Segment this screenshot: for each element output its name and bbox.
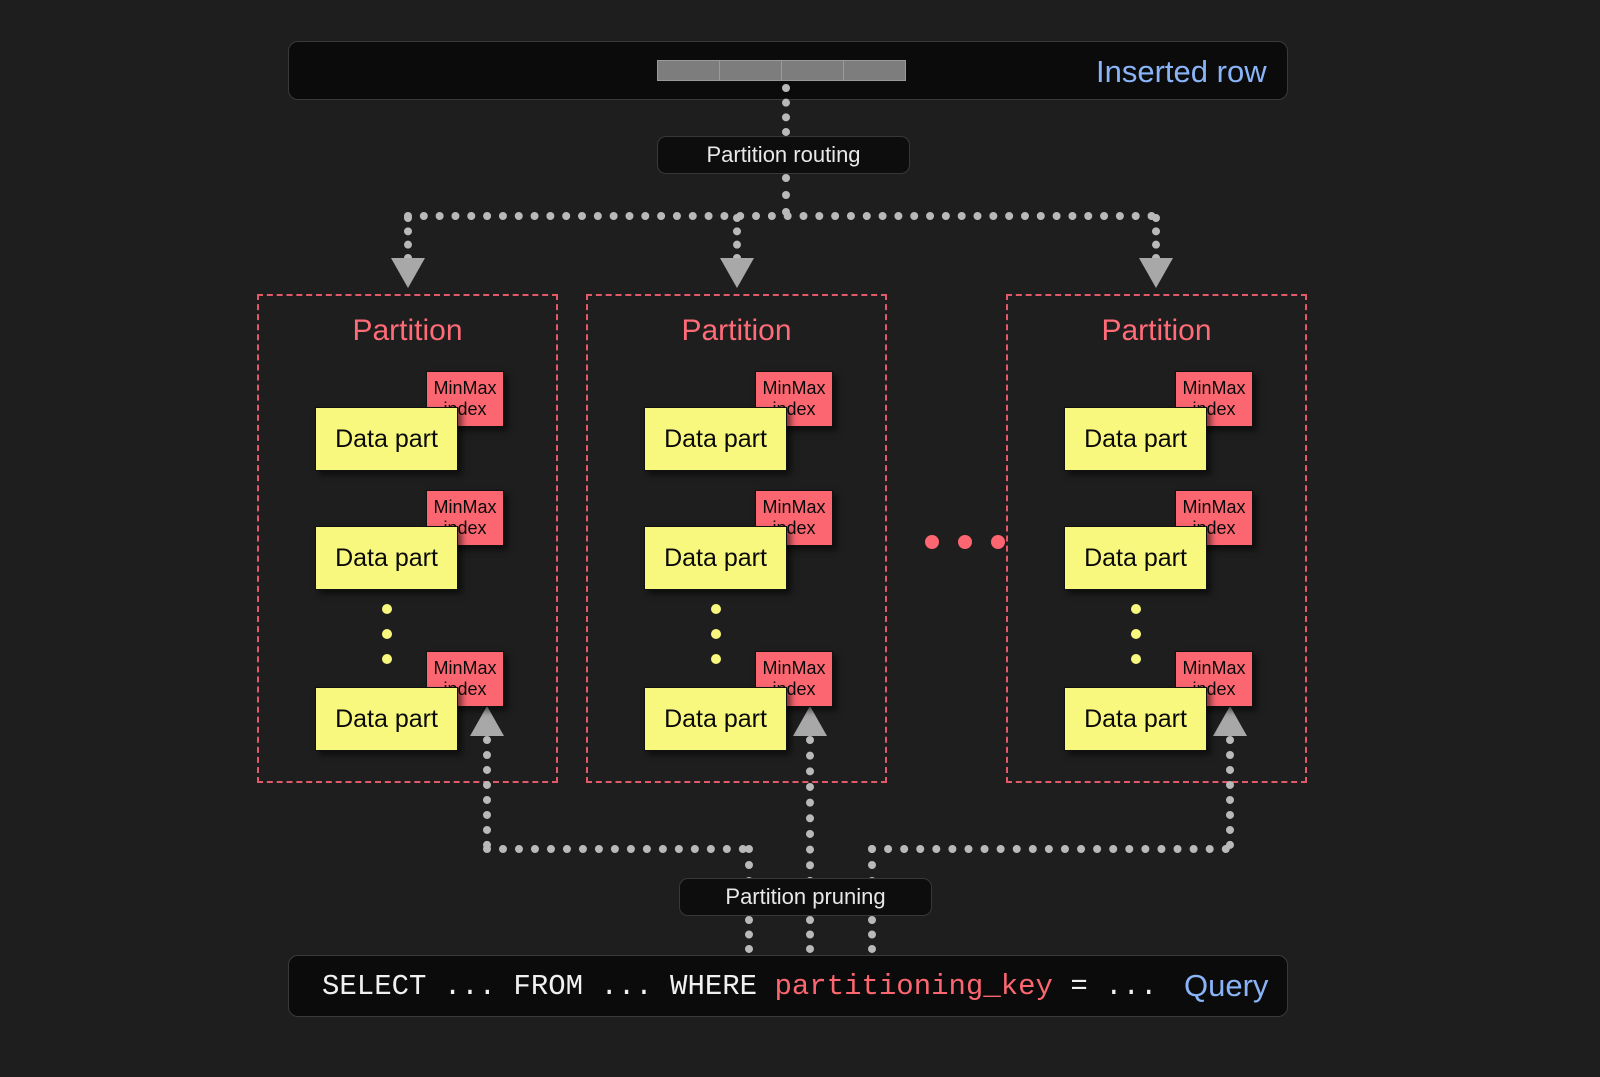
query-suffix: = ... <box>1052 970 1158 1003</box>
minmax-line-1: MinMax <box>433 378 497 399</box>
connector-pruning-to-partition-2 <box>806 736 814 885</box>
connector-bus-to-partition-2 <box>733 214 741 262</box>
row-cell <box>843 60 906 81</box>
arrow-up-partition-2 <box>793 706 827 736</box>
partition-title: Partition <box>681 314 792 347</box>
connector-pruning-to-partition-3 <box>1226 736 1234 849</box>
data-part-box: Data part <box>1064 407 1207 471</box>
minmax-line-1: MinMax <box>433 497 497 518</box>
partition-routing-node[interactable]: Partition routing <box>657 136 910 174</box>
inserted-row-cells <box>657 60 906 81</box>
connector-pruning-to-query-right <box>868 916 876 953</box>
data-part-box: Data part <box>1064 687 1207 751</box>
ellipsis-dot <box>382 604 392 614</box>
data-part-box: Data part <box>315 526 458 590</box>
ellipsis-dot <box>1131 654 1141 664</box>
minmax-index-box: MinMax index <box>755 490 833 546</box>
ellipsis-dot <box>711 629 721 639</box>
connector-bus-to-partition-3 <box>1152 214 1160 262</box>
data-parts-ellipsis <box>711 604 721 679</box>
ellipsis-dot <box>382 629 392 639</box>
ellipsis-dot <box>991 535 1005 549</box>
data-part-box: Data part <box>315 687 458 751</box>
ellipsis-dot <box>1131 604 1141 614</box>
arrow-down-partition-2 <box>720 258 754 288</box>
arrow-up-partition-1 <box>470 706 504 736</box>
ellipsis-dot <box>382 654 392 664</box>
arrow-down-partition-3 <box>1139 258 1173 288</box>
data-parts-ellipsis <box>382 604 392 679</box>
arrow-up-partition-3 <box>1213 706 1247 736</box>
ellipsis-dot <box>1131 629 1141 639</box>
data-part-box: Data part <box>644 687 787 751</box>
minmax-line-1: MinMax <box>1182 658 1246 679</box>
connector-row-to-routing <box>782 84 790 136</box>
connector-pruning-to-partition-1 <box>483 736 491 849</box>
data-part-box: Data part <box>315 407 458 471</box>
query-text: SELECT ... FROM ... WHERE partitioning_k… <box>322 972 1157 1001</box>
minmax-line-1: MinMax <box>1182 497 1246 518</box>
row-cell <box>657 60 720 81</box>
ellipsis-dot <box>958 535 972 549</box>
partitions-ellipsis <box>925 535 1024 549</box>
query-bar <box>288 955 1288 1017</box>
query-prefix: SELECT ... FROM ... WHERE <box>322 970 775 1003</box>
data-parts-ellipsis <box>1131 604 1141 679</box>
partition-3: Partition MinMax index Data part MinMax … <box>1006 294 1307 783</box>
partition-2: Partition MinMax index Data part MinMax … <box>586 294 887 783</box>
partition-title: Partition <box>352 314 463 347</box>
connector-routing-bus <box>404 212 1156 220</box>
ellipsis-dot <box>925 535 939 549</box>
minmax-line-1: MinMax <box>1182 378 1246 399</box>
minmax-index-box: MinMax index <box>426 651 504 707</box>
connector-pruning-to-query-mid <box>806 916 814 953</box>
partition-1: Partition MinMax index Data part MinMax … <box>257 294 558 783</box>
minmax-line-1: MinMax <box>433 658 497 679</box>
partition-title: Partition <box>1101 314 1212 347</box>
connector-pruning-to-query-left <box>745 916 753 953</box>
connector-pruning-bus-right <box>868 845 1230 853</box>
connector-pruning-left-drop <box>745 845 753 885</box>
data-part-box: Data part <box>1064 526 1207 590</box>
ellipsis-dot <box>711 654 721 664</box>
minmax-index-box: MinMax index <box>755 371 833 427</box>
row-cell <box>781 60 844 81</box>
row-cell <box>719 60 782 81</box>
connector-pruning-right-drop <box>868 845 876 885</box>
connector-pruning-bus-left <box>483 845 747 853</box>
connector-bus-to-partition-1 <box>404 214 412 262</box>
partition-pruning-node[interactable]: Partition pruning <box>679 878 932 916</box>
connector-routing-to-bus <box>782 174 790 216</box>
query-keyword: partitioning_key <box>774 970 1053 1003</box>
minmax-index-box: MinMax index <box>755 651 833 707</box>
arrow-down-partition-1 <box>391 258 425 288</box>
minmax-line-1: MinMax <box>762 378 826 399</box>
inserted-row-label: Inserted row <box>1096 54 1267 89</box>
minmax-line-1: MinMax <box>762 658 826 679</box>
ellipsis-dot <box>711 604 721 614</box>
minmax-line-1: MinMax <box>762 497 826 518</box>
data-part-box: Data part <box>644 526 787 590</box>
query-label: Query <box>1184 968 1269 1003</box>
data-part-box: Data part <box>644 407 787 471</box>
